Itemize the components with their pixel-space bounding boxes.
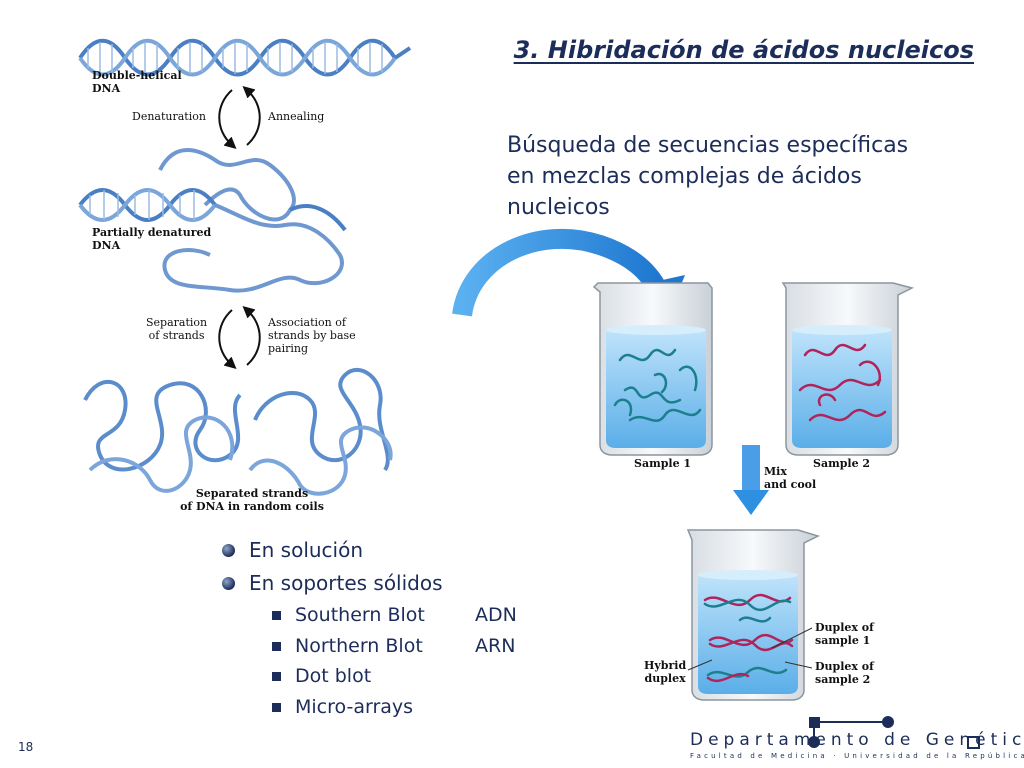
label-denaturation: Denaturation [132,110,206,123]
label-line: of strands [148,329,205,342]
label-line: Association of [268,316,346,329]
subbullet-item: Northern Blot ARN [272,635,515,657]
label-line: and cool [764,478,817,491]
label-line: Partially denatured [92,226,212,239]
subbullet-type: ADN [475,604,517,626]
label-sample-1: Sample 1 [634,457,692,470]
label-hybrid-duplex: Hybrid duplex [644,659,686,685]
beaker-hybrid [686,529,821,701]
subbullet-name: Northern Blot [295,635,423,657]
bullet-icon [222,543,235,557]
square-bullet-icon [272,702,281,712]
label-line: of DNA in random coils [180,500,324,513]
label-line: DNA [92,82,121,95]
random-coil-dna-figure [83,367,393,496]
label-partially-denatured-dna: Partially denatured DNA [92,226,211,252]
label-line: Duplex of [815,660,874,673]
square-bullet-icon [272,671,281,681]
label-line: Duplex of [815,621,874,634]
bullet-text: En soportes sólidos [249,571,443,595]
subbullet-item: Southern Blot ADN [272,604,517,626]
label-line: sample 1 [815,634,871,647]
square-bullet-icon [272,610,281,620]
department-name: Departamento de Genética [690,730,1024,750]
label-double-helical-dna: Double-helical DNA [92,69,182,95]
subtitle-line-2: en mezclas complejas de ácidos [507,164,862,189]
label-mix-and-cool: Mix and cool [764,465,816,491]
subbullet-name: Dot blot [295,665,372,687]
label-line: duplex [644,672,686,685]
slide-subtitle: Búsqueda de secuencias específicas en me… [507,130,977,223]
label-annealing: Annealing [268,110,325,123]
subtitle-line-1: Búsqueda de secuencias específicas [507,133,909,158]
page-number: 18 [18,740,34,754]
label-duplex-sample-2: Duplex of sample 2 [815,660,874,686]
subtitle-line-3: nucleicos [507,195,610,220]
label-line: DNA [92,239,121,252]
label-separated-strands: Separated strands of DNA in random coils [172,487,332,513]
bullet-item: En solución [222,538,363,562]
square-bullet-icon [272,641,281,651]
subbullet-type: ARN [475,635,516,657]
subbullet-item: Micro-arrays [272,696,475,718]
subbullet-item: Dot blot [272,665,475,687]
label-line: Separated strands [195,487,309,500]
partially-denatured-dna-figure [78,148,347,293]
label-line: Double-helical [92,69,182,82]
faculty-name: Facultad de Medicina · Universidad de la… [690,752,1024,760]
label-separation-of-strands: Separation of strands [146,316,207,342]
label-sample-2: Sample 2 [813,457,871,470]
bullet-item: En soportes sólidos [222,571,443,595]
beaker-sample-1 [592,282,713,456]
label-line: sample 2 [815,673,871,686]
separation-arrows [218,306,261,369]
label-line: strands by base [268,329,356,342]
label-line: Hybrid [644,659,687,672]
label-line: pairing [268,342,309,355]
bullet-icon [222,576,235,590]
subbullet-name: Southern Blot [295,604,425,626]
denaturation-arrows [218,86,261,149]
label-association-of-strands: Association of strands by base pairing [268,316,356,355]
beaker-sample-2 [781,282,915,456]
bullet-text: En solución [249,538,364,562]
double-helix-figure [78,38,412,77]
label-line: Separation [146,316,208,329]
department-logo [808,716,980,749]
subbullet-name: Micro-arrays [295,696,414,718]
label-duplex-sample-1: Duplex of sample 1 [815,621,874,647]
mix-arrow-icon [733,445,769,515]
label-line: Mix [764,465,787,478]
slide-title: 3. Hibridación de ácidos nucleicos [513,36,974,64]
